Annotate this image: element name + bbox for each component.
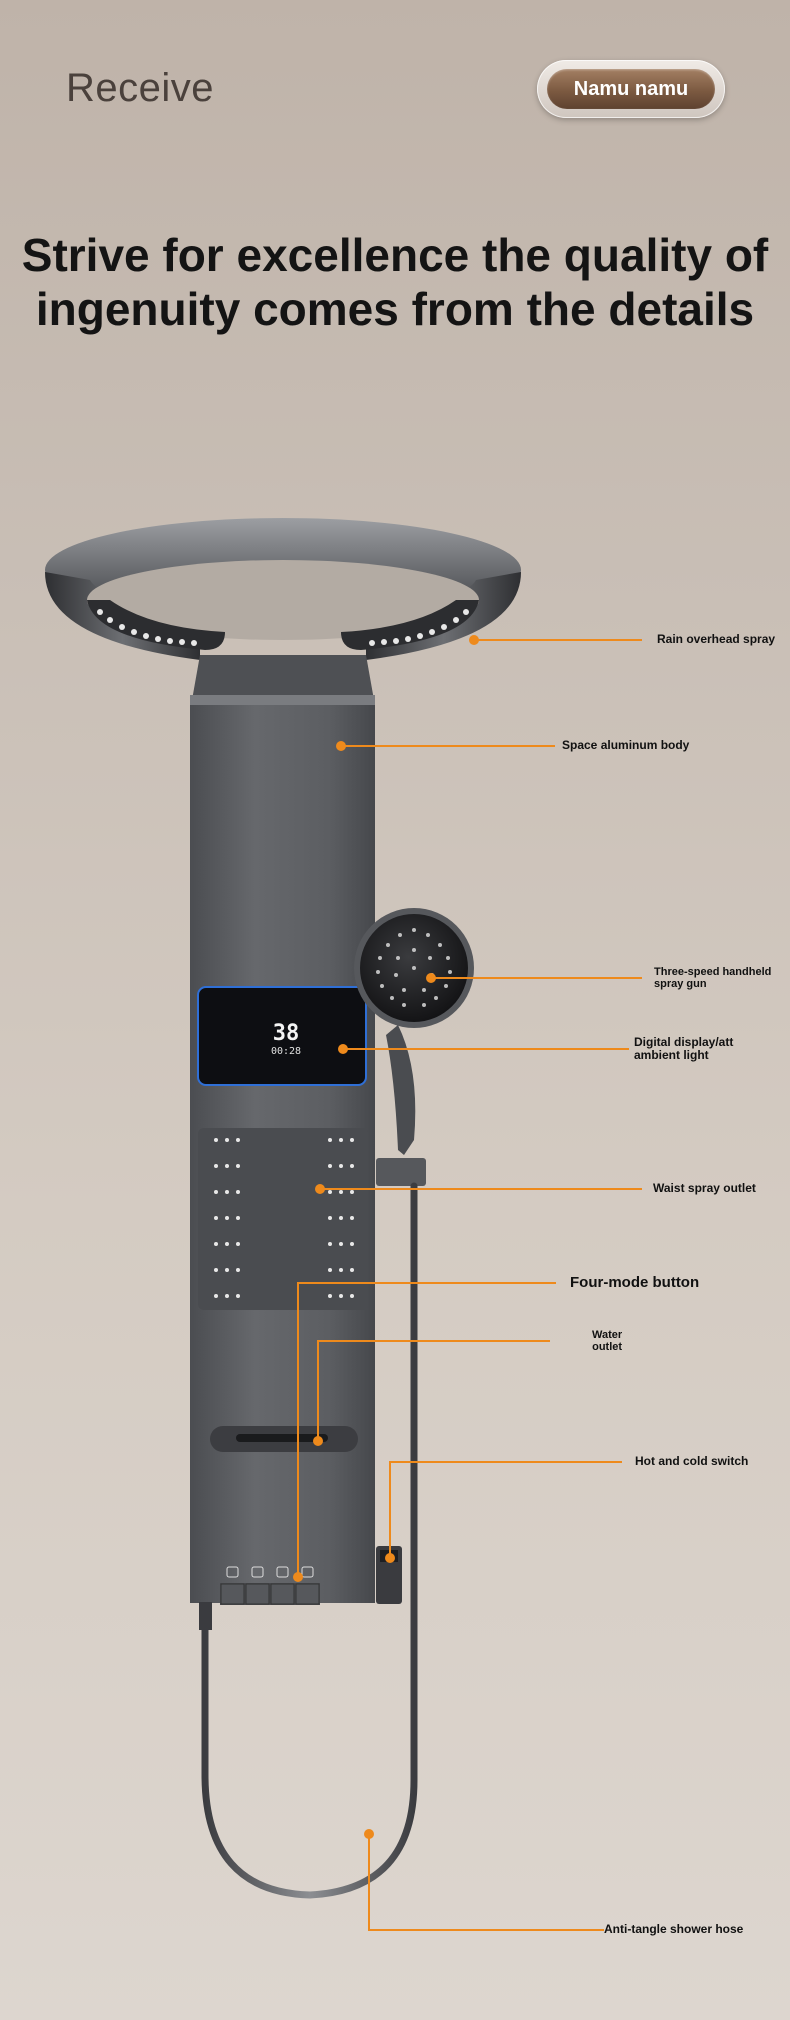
callout-leaders [297,639,642,1931]
rain-overhead-ring [45,518,521,700]
digital-display: 38 00:28 [197,986,367,1086]
callout-water-outlet: Water outlet [592,1329,623,1353]
callout-rain-overhead-spray: Rain overhead spray [657,632,776,646]
headline-line-1: Strive for excellence the quality of [21,229,769,281]
callout-handheld-line-2: spray gun [654,977,707,990]
callout-water-line-2: outlet [592,1340,623,1353]
callout-anti-tangle-hose: Anti-tangle shower hose [604,1922,744,1936]
callout-digital-display: Digital display/att ambient light [634,1036,733,1061]
brand-name: Receive [66,66,215,110]
display-reading-main: 38 [273,1021,300,1046]
brand-badge-label: Namu namu [547,69,715,109]
callout-hot-cold-switch: Hot and cold switch [635,1454,749,1468]
callout-four-mode-button: Four-mode button [570,1274,700,1291]
callout-water-line-1: Water [592,1329,623,1341]
callout-handheld-line-1: Three-speed handheld [654,966,772,978]
shower-hose [199,1182,418,1899]
brand-badge[interactable]: Namu namu [537,60,725,118]
callout-three-speed-handheld: Three-speed handheld spray gun [654,966,772,990]
handheld-spray-gun[interactable] [354,908,474,1186]
callout-space-aluminum-body: Space aluminum body [562,738,690,752]
headline-line-2: ingenuity comes from the details [35,283,755,336]
water-outlet-slot [210,1426,358,1452]
display-reading-sub: 00:28 [271,1046,301,1057]
callout-display-line-1: Digital display/att [634,1035,734,1049]
callout-display-line-2: ambient light [634,1047,709,1062]
headline: Strive for excellence the quality of ing… [0,228,790,337]
callout-waist-spray-outlet: Waist spray outlet [653,1181,756,1195]
waist-spray-plate [198,1128,368,1310]
four-mode-buttons[interactable] [220,1566,320,1605]
callout-dots [293,635,479,1839]
